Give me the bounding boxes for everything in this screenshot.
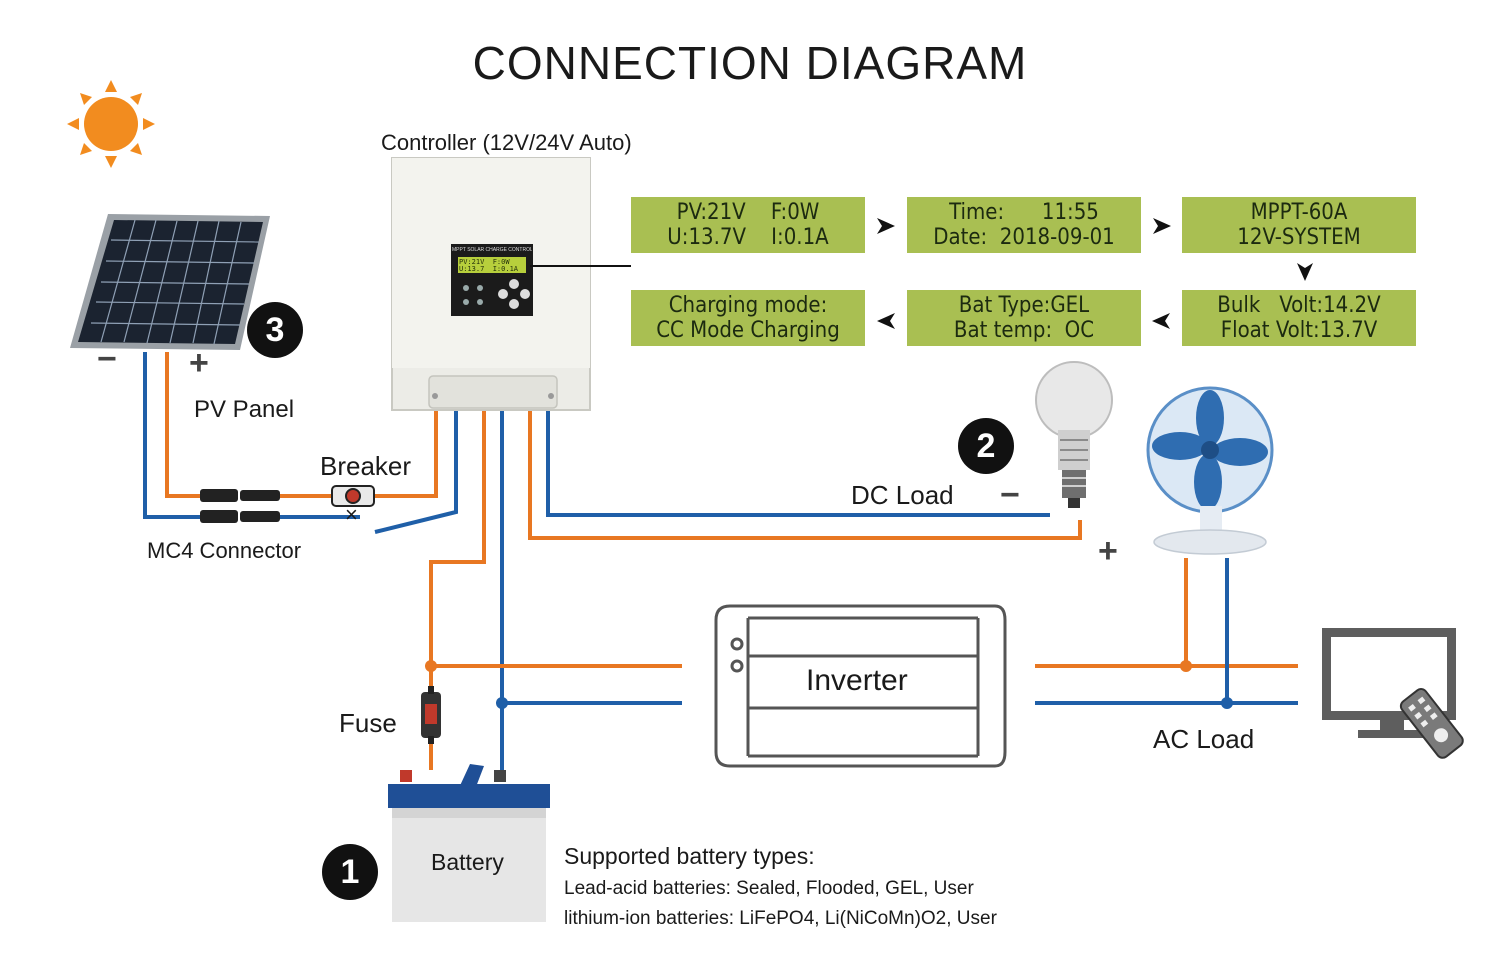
lcd-line: Charging mode: [668, 293, 828, 318]
arrow-down-icon [1297, 263, 1313, 281]
dc-plus-sign: + [1098, 532, 1118, 570]
arrow-right-icon [877, 218, 895, 234]
pv-panel-label: PV Panel [194, 396, 295, 423]
solar-panel-icon [70, 214, 270, 350]
lcd-screen-pv: PV:21V F:0W U:13.7V I:0.1A [631, 197, 865, 253]
arrow-right-icon [1153, 218, 1171, 234]
lcd-line: Bulk Volt:14.2V [1217, 293, 1381, 318]
remote-icon [1399, 688, 1464, 759]
lcd-line: PV:21V F:0W [676, 200, 820, 225]
lcd-line: 12V-SYSTEM [1237, 225, 1361, 250]
fan-icon [1146, 386, 1274, 555]
inverter-label: Inverter [806, 664, 908, 697]
arrow-left-icon [1152, 313, 1170, 329]
lcd-screen-charging: Charging mode: CC Mode Charging [631, 290, 865, 346]
arrow-left-icon [877, 313, 895, 329]
ac-load-label: AC Load [1153, 724, 1255, 754]
controller-label: Controller (12V/24V Auto) [381, 130, 632, 155]
battery-info-line: Lead-acid batteries: Sealed, Flooded, GE… [564, 878, 974, 899]
lcd-line: Date: 2018-09-01 [933, 225, 1115, 250]
badge-battery: 1 [322, 844, 378, 900]
mc4-connector-icon [200, 489, 280, 523]
controller-icon [391, 157, 591, 411]
dc-minus-sign: − [1000, 476, 1020, 514]
lcd-line: Time: 11:55 [949, 200, 1099, 225]
pv-minus-sign: − [97, 340, 117, 378]
mc4-x-mark: × [345, 502, 358, 527]
sun-icon [67, 80, 155, 168]
controller-header-text: MPPT SOLAR CHARGE CONTROLLER [452, 247, 532, 253]
lcd-line: Float Volt:13.7V [1220, 318, 1378, 343]
breaker-icon [331, 485, 375, 507]
badge-dc-load: 2 [958, 418, 1014, 474]
battery-icon [388, 764, 550, 922]
controller-lcd-line1: PV:21V F:0W [459, 258, 510, 266]
battery-info: Supported battery types: Lead-acid batte… [564, 843, 997, 934]
battery-info-heading: Supported battery types: [564, 843, 815, 869]
pv-plus-sign: + [189, 344, 209, 382]
page-title: CONNECTION DIAGRAM [472, 37, 1028, 89]
lcd-line: U:13.7V I:0.1A [667, 225, 829, 250]
battery-info-line: lithium-ion batteries: LiFePO4, Li(NiCoM… [564, 908, 997, 929]
controller-lcd-line2: U:13.7 I:0.1A [459, 265, 519, 273]
breaker-label: Breaker [320, 451, 412, 481]
lcd-screen-battype: Bat Type:GEL Bat temp: OC [907, 290, 1141, 346]
inverter-icon [714, 604, 1007, 768]
mc4-label: MC4 Connector [147, 538, 302, 563]
bulb-icon [1035, 361, 1113, 508]
battery-label: Battery [431, 849, 504, 875]
lcd-line: Bat temp: OC [953, 318, 1095, 343]
lcd-screen-system: MPPT-60A 12V-SYSTEM [1182, 197, 1416, 253]
badge-pv-panel: 3 [247, 302, 303, 358]
fuse-label: Fuse [339, 708, 397, 738]
dc-load-label: DC Load [851, 480, 954, 510]
lcd-screen-time: Time: 11:55 Date: 2018-09-01 [907, 197, 1141, 253]
fuse-icon [421, 686, 441, 744]
lcd-line: MPPT-60A [1250, 200, 1348, 225]
lcd-line: Bat Type:GEL [958, 293, 1090, 318]
lcd-screen-voltage: Bulk Volt:14.2V Float Volt:13.7V [1182, 290, 1416, 346]
lcd-line: CC Mode Charging [656, 318, 840, 343]
